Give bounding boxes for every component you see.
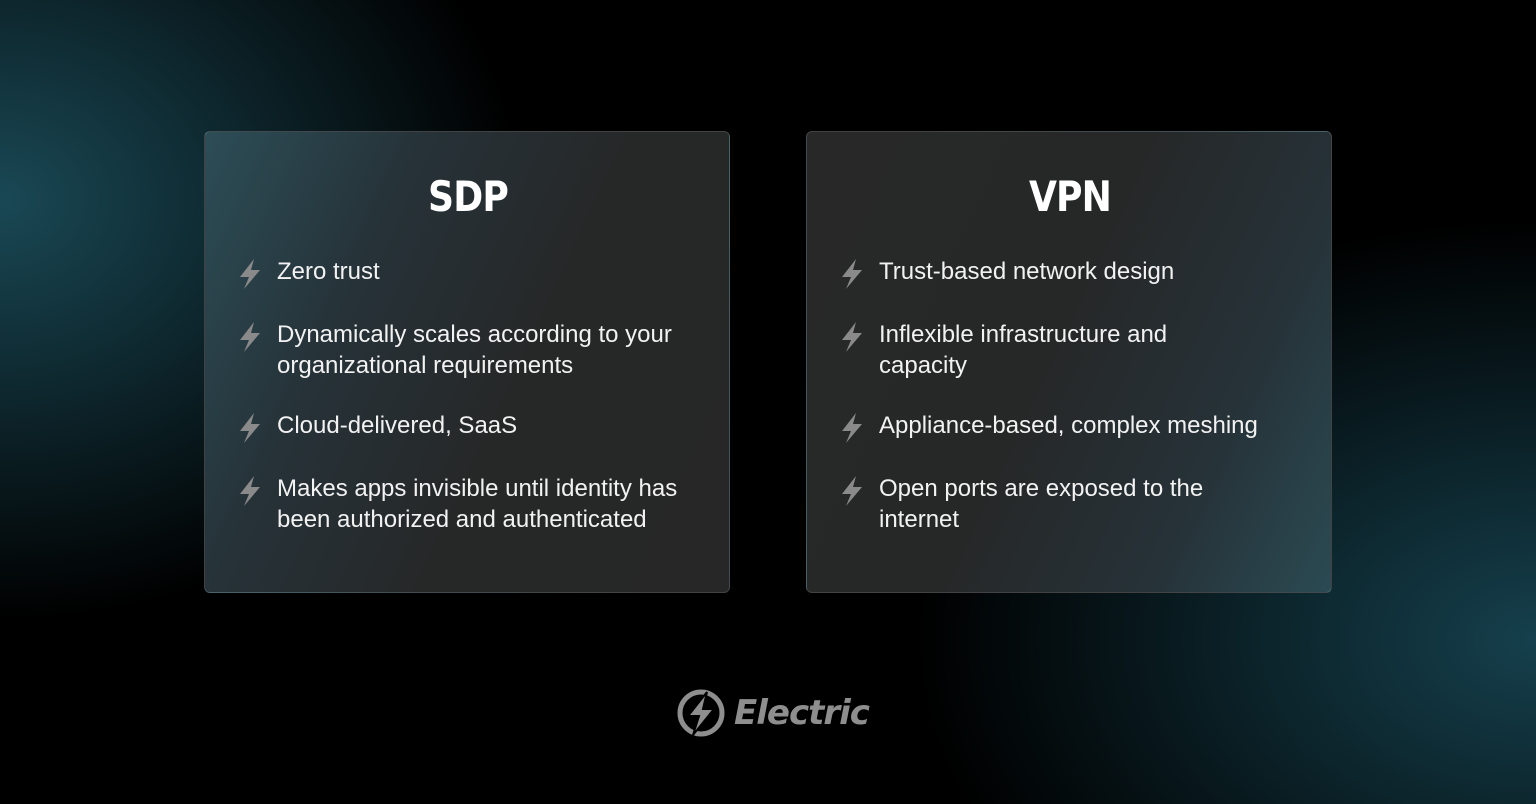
card-title: SDP [428, 172, 509, 221]
lightning-bolt-icon [240, 413, 260, 443]
lightning-bolt-icon [842, 476, 862, 506]
list-item-text: Appliance-based, complex meshing [879, 412, 1258, 439]
list-item-text: Makes apps invisible until identity has … [277, 475, 678, 533]
feature-list: Zero trust Dynamically scales according … [237, 256, 709, 564]
list-item: Appliance-based, complex meshing [839, 410, 1311, 444]
sdp-card: SDP Zero trust Dynamically scales accord… [204, 131, 730, 593]
lightning-bolt-icon [240, 322, 260, 352]
lightning-bolt-icon [842, 322, 862, 352]
list-item: Trust-based network design [839, 256, 1311, 290]
vpn-card: VPN Trust-based network design Inflexibl… [806, 131, 1332, 593]
list-item: Dynamically scales according to your org… [237, 319, 709, 381]
lightning-bolt-icon [240, 259, 260, 289]
list-item: Open ports are exposed to the internet [839, 473, 1311, 535]
list-item: Zero trust [237, 256, 709, 290]
list-item-text: Trust-based network design [879, 258, 1175, 285]
list-item: Cloud-delivered, SaaS [237, 410, 709, 444]
list-item-text: Zero trust [277, 258, 380, 285]
list-item: Inflexible infrastructure and capacity [839, 319, 1311, 381]
lightning-bolt-icon [842, 413, 862, 443]
electric-logo: Electric [676, 688, 870, 738]
list-item-text: Open ports are exposed to the internet [879, 475, 1204, 533]
list-item: Makes apps invisible until identity has … [237, 473, 709, 535]
logo-text: Electric [734, 693, 870, 733]
list-item-text: Cloud-delivered, SaaS [277, 412, 518, 439]
lightning-bolt-icon [842, 259, 862, 289]
list-item-text: Inflexible infrastructure and capacity [879, 321, 1168, 379]
feature-list: Trust-based network design Inflexible in… [839, 256, 1311, 564]
card-title: VPN [1028, 172, 1112, 221]
lightning-circle-icon [677, 689, 725, 737]
list-item-text: Dynamically scales according to your org… [277, 321, 672, 379]
lightning-bolt-icon [240, 476, 260, 506]
